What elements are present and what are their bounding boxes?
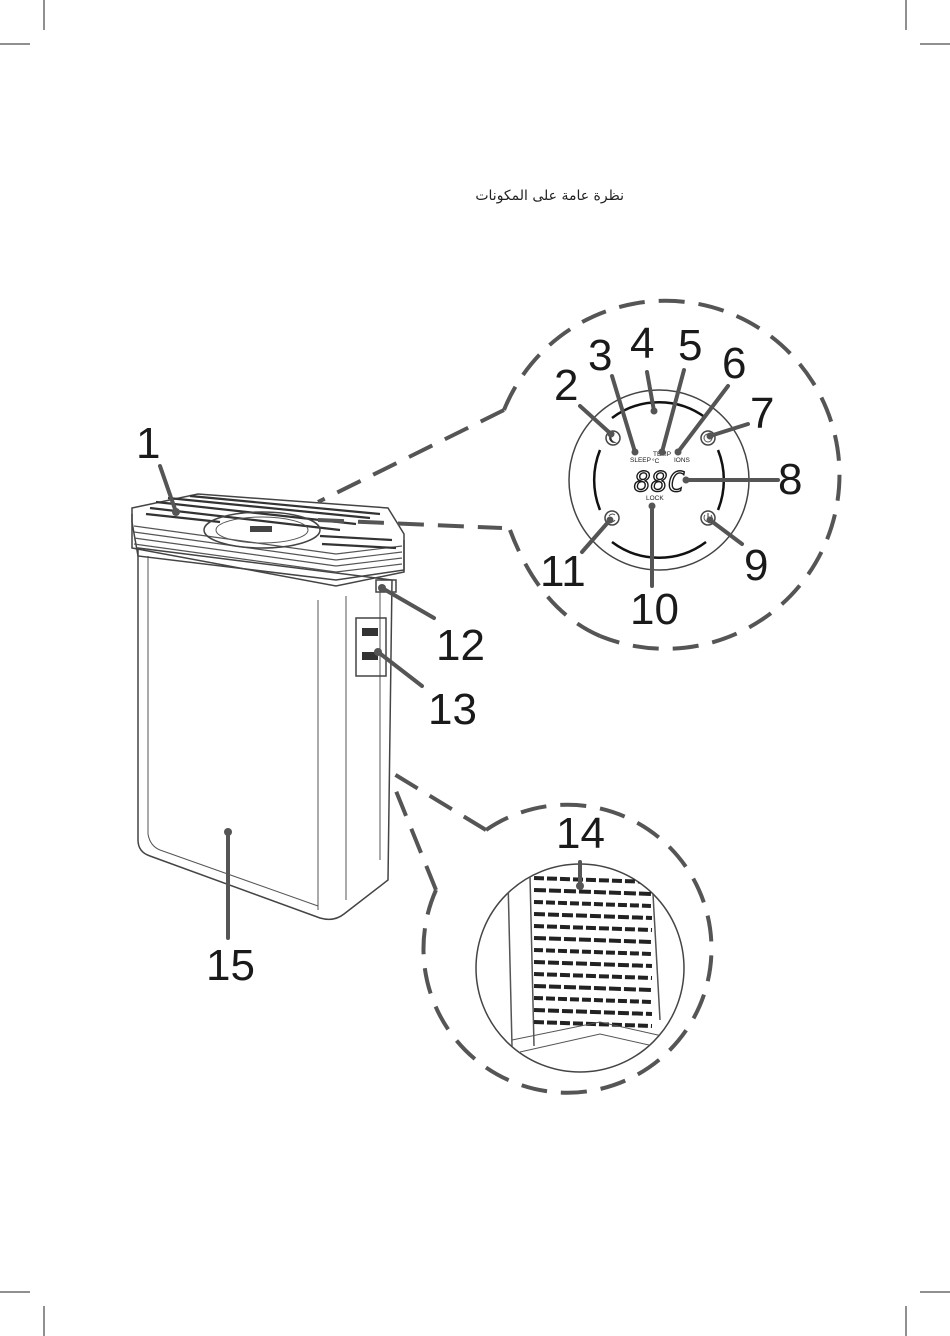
callout-11: 11: [540, 547, 586, 596]
callout-8: 8: [778, 455, 802, 504]
callout-9: 9: [744, 541, 768, 590]
callout-12: 12: [436, 621, 485, 670]
digital-readout: 88C: [634, 465, 685, 498]
callout-13: 13: [428, 685, 477, 734]
filter-inlet-zoom: [394, 774, 711, 1093]
callout-15: 15: [206, 941, 255, 990]
temp-unit-label: °C: [652, 457, 660, 465]
callout-7: 7: [750, 389, 774, 438]
purifier-body: [138, 548, 396, 919]
sleep-label: SLEEP: [630, 457, 651, 464]
callout-2: 2: [554, 361, 578, 410]
callout-4: 4: [630, 319, 654, 368]
callout-10: 10: [630, 585, 679, 634]
callout-1: 1: [136, 419, 160, 468]
callout-14: 14: [556, 809, 605, 858]
callout-5: 5: [678, 321, 702, 370]
callout-6: 6: [722, 339, 746, 388]
ions-label: IONS: [674, 457, 691, 464]
callout-3: 3: [588, 331, 612, 380]
